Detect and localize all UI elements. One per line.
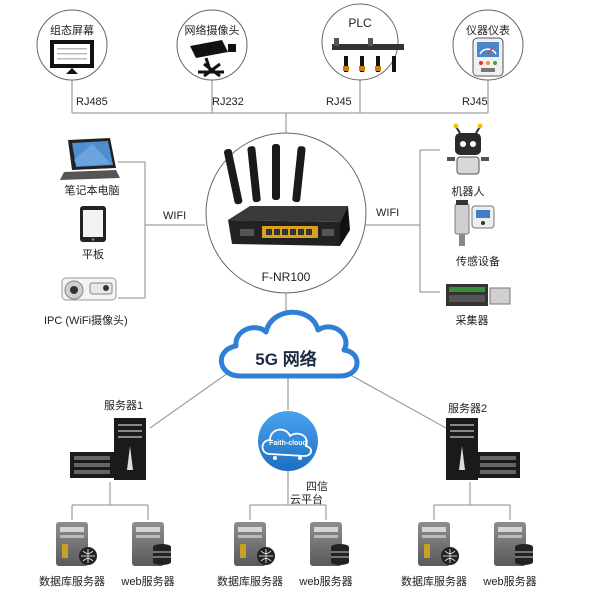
bottom-server-group-1 — [56, 522, 171, 566]
database-server-icon — [418, 522, 459, 566]
server2-icon — [446, 418, 520, 480]
port-rj485: RJ485 — [76, 96, 108, 108]
monitor-icon — [50, 40, 94, 74]
robot-label: 机器人 — [451, 186, 485, 198]
faith-cloud-logo — [258, 411, 318, 471]
5g-network-label: 5G 网络 — [255, 350, 317, 369]
robot-icon — [447, 123, 489, 175]
ipc-camera-icon — [61, 277, 117, 301]
server2-label: 服务器2 — [448, 403, 488, 415]
server1-label: 服务器1 — [104, 400, 144, 412]
display-label: 组态屏幕 — [50, 25, 94, 37]
database-server-icon — [56, 522, 97, 566]
bottom-server-group-3 — [418, 522, 533, 566]
port-rj45-a: RJ45 — [326, 96, 352, 108]
port-rj45-b: RJ45 — [462, 96, 488, 108]
tablet-label: 平板 — [82, 249, 104, 261]
sensor-label: 传感设备 — [456, 256, 500, 268]
database-server-icon — [234, 522, 275, 566]
plc-icon — [332, 38, 404, 72]
camera-node — [176, 9, 248, 81]
data-collector-icon — [446, 284, 511, 306]
instrument-meter-icon — [472, 37, 504, 77]
db-server-label-1: 数据库服务器 — [39, 576, 105, 588]
5g-network-cloud — [218, 309, 360, 379]
tablet-icon — [80, 206, 106, 242]
web-server-label-1: web服务器 — [121, 576, 175, 588]
web-server-icon — [310, 522, 349, 566]
collector-label: 采集器 — [455, 315, 489, 327]
wifi-right-label: WIFI — [376, 207, 400, 219]
web-server-label-3: web服务器 — [483, 576, 537, 588]
laptop-icon — [60, 138, 120, 180]
web-server-icon — [494, 522, 533, 566]
port-rj232: RJ232 — [212, 96, 244, 108]
web-server-label-2: web服务器 — [299, 576, 353, 588]
db-server-label-2: 数据库服务器 — [217, 576, 283, 588]
plc-node — [321, 3, 404, 81]
server1-icon — [70, 418, 146, 480]
router-node — [205, 132, 367, 294]
wifi-left-label: WIFI — [163, 210, 187, 222]
laptop-label: 笔记本电脑 — [64, 185, 120, 197]
cloud-platform-line2: 云平台 — [290, 494, 323, 506]
plc-label: PLC — [348, 16, 372, 30]
connection-lines — [71, 78, 511, 520]
cloud-platform-line1: 四信 — [306, 481, 328, 493]
router-icon — [224, 144, 350, 246]
web-server-icon — [132, 522, 171, 566]
meter-label: 仪器仪表 — [466, 25, 510, 37]
db-server-label-3: 数据库服务器 — [401, 576, 467, 588]
camera-label: 网络摄像头 — [184, 25, 240, 37]
ipc-label: IPC (WiFi摄像头) — [44, 315, 128, 327]
bottom-server-group-2 — [234, 522, 349, 566]
sensor-icon — [454, 200, 495, 246]
faith-cloud-logo-text: Faith-cloud — [269, 440, 307, 447]
security-camera-icon — [190, 40, 236, 78]
meter-node — [452, 9, 524, 81]
display-node — [36, 9, 108, 81]
router-model-label: F-NR100 — [261, 270, 311, 284]
